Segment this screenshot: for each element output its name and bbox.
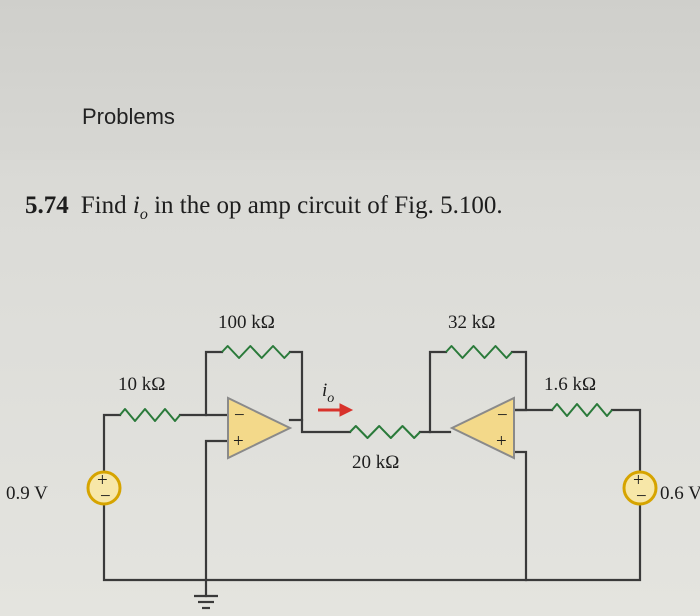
label-source-left: 0.9 V	[6, 483, 48, 504]
problem-variable-sub: o	[139, 206, 148, 223]
current-arrow	[318, 403, 354, 417]
label-source-right: 0.6 V	[660, 483, 700, 504]
resistor-1.6k	[551, 403, 613, 417]
problem-text-before: Find	[80, 192, 133, 219]
label-current-var: i	[322, 380, 327, 401]
right-source-minus: −	[636, 486, 647, 507]
problem-variable: i	[132, 192, 140, 219]
left-source-plus: +	[97, 470, 108, 491]
left-voltage-source	[86, 470, 122, 506]
resistor-10k	[119, 408, 181, 422]
resistor-100k	[221, 345, 291, 359]
left-opamp-minus: −	[234, 405, 245, 426]
left-source-minus: −	[100, 486, 111, 507]
label-10k: 10 kΩ	[118, 374, 165, 395]
header-band	[0, 0, 700, 160]
label-1.6k: 1.6 kΩ	[544, 374, 596, 395]
label-32k: 32 kΩ	[448, 312, 495, 333]
left-opamp-plus: +	[233, 431, 244, 452]
label-100k: 100 kΩ	[218, 312, 275, 333]
problem-statement: 5.74 Find io in the op amp circuit of Fig…	[25, 192, 503, 224]
right-voltage-source	[622, 470, 658, 506]
section-title: Problems	[82, 104, 175, 129]
resistor-20k	[349, 425, 421, 439]
right-source-plus: +	[633, 470, 644, 491]
label-current: io	[322, 380, 334, 406]
current-arrow-head	[339, 403, 354, 417]
label-20k: 20 kΩ	[352, 452, 399, 473]
problem-number: 5.74	[25, 192, 69, 219]
right-opamp-minus: −	[497, 405, 508, 426]
problem-text-after: in the op amp circuit of Fig. 5.100.	[147, 192, 503, 219]
circuit-wires	[102, 350, 642, 598]
resistor-32k	[445, 345, 513, 359]
right-op-amp	[449, 396, 515, 460]
left-op-amp	[227, 396, 293, 460]
label-current-sub: o	[327, 391, 334, 406]
resistors	[119, 345, 613, 439]
right-opamp-plus: +	[496, 431, 507, 452]
ground-symbol	[194, 594, 218, 610]
